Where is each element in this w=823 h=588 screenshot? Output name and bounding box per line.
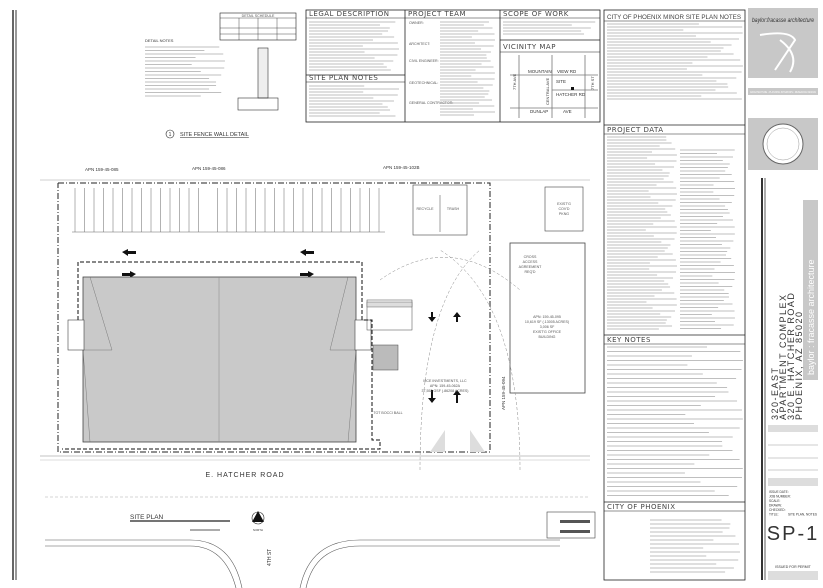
title-block-label: SCALE:	[769, 499, 780, 503]
stair	[354, 319, 372, 351]
title-block-label: DRAWN:	[769, 504, 782, 508]
project-team-role: GEOTECHNICAL:	[409, 81, 438, 85]
title-block-label: ISSUE DATE:	[769, 490, 789, 494]
top-info-panels: LEGAL DESCRIPTION SITE PLAN NOTES PROJEC…	[305, 9, 601, 123]
site-label: SITE	[556, 79, 566, 84]
svg-text:ACCESS: ACCESS	[523, 260, 538, 264]
office-building-label: BUILDING	[539, 335, 556, 339]
svg-text:7TH AVE: 7TH AVE	[512, 74, 517, 90]
detail-title: SITE FENCE WALL DETAIL	[180, 132, 249, 138]
svg-text:7TH ST: 7TH ST	[590, 76, 595, 90]
city-of-phoenix-heading: CITY OF PHOENIX	[607, 503, 676, 511]
accessible-route	[62, 261, 381, 450]
svg-text:REQ'D: REQ'D	[524, 270, 535, 274]
property-line	[57, 182, 491, 453]
road-label: E. HATCHER ROAD	[205, 472, 284, 479]
legal-description-heading: LEGAL DESCRIPTION	[309, 10, 390, 18]
office-building-label: 10,619 SF (.13005 ACRES)	[525, 320, 569, 324]
svg-text:1: 1	[169, 132, 172, 138]
courtyard	[366, 299, 413, 331]
svg-text:CENTRAL AVE: CENTRAL AVE	[545, 78, 550, 105]
title-block: baylor:fracasse architecture ARCHITECTUR…	[748, 8, 819, 580]
trash-enclosure	[412, 184, 468, 236]
street-label: 4TH ST	[267, 549, 273, 566]
site-parcel-label: 37,552 GSF (.86208 ACRES)	[422, 389, 469, 393]
key-notes-heading: KEY NOTES	[607, 336, 651, 344]
project-team-role: OWNER:	[409, 21, 424, 25]
project-team-role: CIVIL ENGINEER:	[409, 59, 439, 63]
traffic-arrows	[122, 249, 461, 403]
svg-text:HATCHER RD: HATCHER RD	[556, 92, 586, 97]
project-address: 320 E. HATCHER ROAD	[786, 292, 796, 420]
svg-text:PKNG: PKNG	[559, 212, 569, 216]
title-block-label: CHECKED:	[769, 508, 786, 512]
apartment-building	[82, 276, 357, 443]
svg-text:AGREEMENT: AGREEMENT	[519, 265, 543, 269]
svg-text:CROSS: CROSS	[524, 255, 537, 259]
stair	[67, 319, 85, 351]
parcel-label: APN 159-45-102B	[383, 165, 420, 170]
scope-of-work-heading: SCOPE OF WORK	[503, 10, 569, 18]
detail-schedule-title: DETAIL SCHEDULE	[242, 14, 275, 18]
firm-name-vertical: baylor : fracasse architecture	[806, 259, 816, 375]
detail-number-bubble	[165, 129, 175, 139]
notes-column: CITY OF PHOENIX MINOR SITE PLAN NOTES PR…	[603, 9, 746, 581]
issue-status: ISSUED FOR PERMIT	[775, 565, 811, 569]
minor-site-plan-notes-heading: CITY OF PHOENIX MINOR SITE PLAN NOTES	[607, 15, 741, 21]
parcel-label: APN 159-45-085	[85, 167, 119, 172]
title-block-label: TITLE:	[769, 513, 779, 517]
wall-section	[257, 47, 269, 99]
svg-text:AVE: AVE	[563, 109, 572, 114]
sheet-title-value: SITE PLAN, NOTES	[788, 513, 817, 517]
svg-text:EXIST'G: EXIST'G	[557, 202, 571, 206]
existing-covered-parking	[544, 186, 584, 232]
footing-section	[237, 97, 279, 111]
project-team-heading: PROJECT TEAM	[408, 10, 466, 18]
svg-text:MOUNTAIN: MOUNTAIN	[528, 69, 552, 74]
title-block-label: JOB NUMBER:	[769, 495, 791, 499]
project-team-role: ARCHITECT:	[409, 42, 430, 46]
site-marker	[571, 87, 574, 90]
svg-text:PHOENIX, AZ 85020: PHOENIX, AZ 85020	[794, 310, 804, 420]
svg-text:TRASH: TRASH	[447, 207, 460, 211]
svg-text:APARTMENT COMPLEX: APARTMENT COMPLEX	[778, 293, 788, 420]
street-curbs	[45, 539, 560, 588]
site-fence-wall-detail: DETAIL SCHEDULE DETAIL NOTES 1 SITE FENC…	[145, 12, 297, 139]
parcel-label: APN 159-45-094	[501, 376, 506, 410]
site-parcel-label: MCE INVESTMENTS, LLC	[423, 379, 467, 383]
vicinity-map-heading: VICINITY MAP	[503, 43, 556, 51]
project-name: 320-EAST	[770, 366, 780, 420]
site-parcel-label: APN: 159-45-062A	[430, 384, 461, 388]
sheet-number: SP-1	[767, 523, 819, 545]
svg-text:COV'D: COV'D	[558, 207, 569, 211]
vicinity-map	[510, 55, 598, 118]
fire-truck-turning-radius	[379, 249, 521, 471]
svg-text:VIEW RD: VIEW RD	[557, 69, 577, 74]
site-plan-title: SITE PLAN	[130, 514, 164, 521]
svg-text:baylor:fracasse architecture: baylor:fracasse architecture	[752, 18, 815, 24]
detail-notes-title: DETAIL NOTES	[145, 38, 174, 43]
call-before-you-dig-stamp	[546, 511, 596, 539]
office-building-label: APN: 159-45-095	[533, 315, 561, 319]
svg-text:DUNLAP: DUNLAP	[530, 109, 548, 114]
svg-text:NORTH: NORTH	[253, 528, 263, 532]
office-building-label: 3,006 SF	[540, 325, 555, 329]
site-plan: APN 159-45-085 APN 159-45-086 APN 159-45…	[40, 165, 596, 588]
parcel-label: APN 159-45-086	[192, 166, 226, 171]
svg-text:RECYCLE: RECYCLE	[417, 207, 435, 211]
site-plan-notes-heading: SITE PLAN NOTES	[309, 74, 378, 82]
firm-services: ARCHITECTURE • PLANNING INTERIORS • RESE…	[750, 90, 816, 94]
project-team-role: GENERAL CONTRACTOR:	[409, 101, 453, 105]
svg-text:TOT BOCCI BALL: TOT BOCCI BALL	[373, 411, 402, 415]
play-area	[372, 344, 399, 371]
office-building-label: EXIST'G OFFICE	[533, 330, 562, 334]
project-data-heading: PROJECT DATA	[607, 126, 664, 134]
existing-office-building	[509, 242, 586, 394]
